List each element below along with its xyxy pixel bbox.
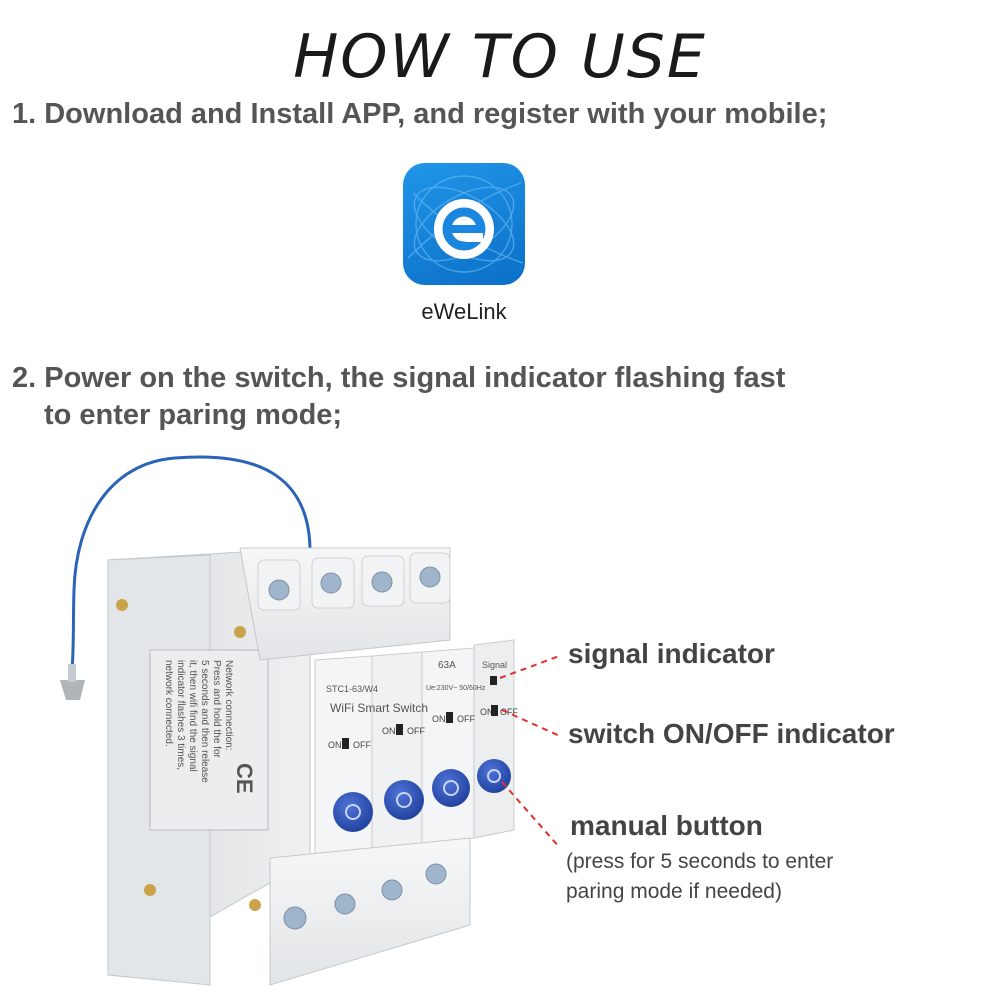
off-label-1: OFF [353, 740, 371, 750]
wire [70, 455, 312, 671]
manual-button-label: manual button [570, 810, 763, 841]
model-text: STC1-63/W4 [326, 684, 378, 694]
voltage-text: Ue:230V~ 50/60Hz [426, 685, 486, 692]
signal-label: Signal [482, 660, 507, 670]
side-label-line-6: network connected. [163, 660, 174, 747]
off-label-2: OFF [407, 726, 425, 736]
top-terminals [257, 552, 451, 611]
manual-buttons [333, 759, 511, 832]
manual-button[interactable] [477, 759, 511, 793]
ce-mark: CE [232, 763, 257, 794]
on-label-4: ON [480, 707, 494, 717]
side-label-line-1: Network connection: [223, 660, 234, 751]
side-label-line-3: 5 seconds and then release [199, 660, 210, 783]
manual-button-note-line2: paring mode if needed) [566, 880, 782, 903]
product-text: WiFi Smart Switch [330, 701, 428, 715]
side-label-line-4: it, then wifi find the signal [187, 660, 198, 772]
manual-button-note-line1: (press for 5 seconds to enter [566, 850, 834, 873]
signal-indicator-label: signal indicator [568, 638, 775, 669]
wire-terminal [60, 680, 85, 700]
signal-indicator-led [490, 676, 497, 685]
switch-indicator-led [491, 705, 498, 716]
ewelink-logo-icon [407, 175, 524, 273]
bottom-terminals [283, 863, 447, 930]
on-label-2: ON [382, 726, 396, 736]
on-label-3: ON [432, 714, 446, 724]
side-label-line-2: Press and hold the for [211, 660, 222, 759]
off-label-3: OFF [457, 714, 475, 724]
rating-text: 63A [438, 660, 456, 671]
app-name-label: eWeLink [421, 299, 507, 324]
switch-indicator-label: switch ON/OFF indicator [568, 718, 895, 749]
page-title: HOW TO USE [293, 22, 707, 92]
step-2-text-line1: 2. Power on the switch, the signal indic… [12, 362, 786, 394]
step-2-text-line2: to enter paring mode; [44, 399, 343, 431]
on-label-1: ON [328, 740, 342, 750]
callout-lines [499, 654, 560, 849]
off-label-4: OFF [500, 707, 518, 717]
step-1-text: 1. Download and Install APP, and registe… [12, 98, 828, 130]
ewelink-app-icon[interactable] [403, 163, 525, 285]
side-label-line-5: indicator flashes 3 times, [175, 660, 186, 770]
wifi-smart-switch-illustration: Network connection: Press and hold the f… [60, 455, 560, 986]
